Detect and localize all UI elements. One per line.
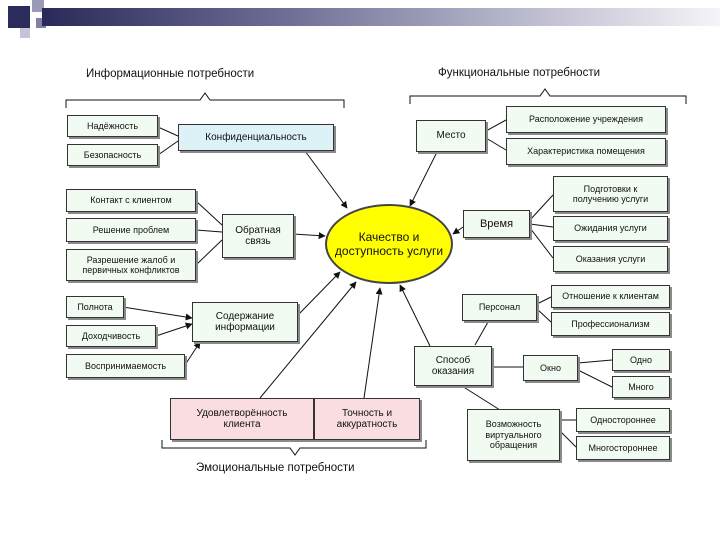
- node-multiway: Многостороннее: [576, 436, 670, 460]
- node-text: Одно: [629, 354, 653, 365]
- decor-square: [20, 28, 30, 38]
- informational-needs-label: Информационные потребности: [86, 68, 255, 80]
- node-complaints: Разрешение жалоб и первичных конфликтов: [66, 249, 196, 281]
- node-text: Оказания услуги: [575, 253, 646, 264]
- node-professionalism: Профессионализм: [551, 312, 670, 336]
- node-text: Многостороннее: [588, 442, 658, 453]
- node-safety: Безопасность: [67, 144, 158, 166]
- node-location: Расположение учреждения: [506, 106, 666, 133]
- node-text: Много: [628, 381, 654, 392]
- node-text: Точность и аккуратность: [336, 407, 398, 431]
- node-text: Полнота: [77, 301, 113, 312]
- node-place: Место: [416, 120, 486, 152]
- node-window: Окно: [523, 355, 578, 381]
- node-text: Надёжность: [86, 120, 139, 131]
- node-many: Много: [612, 376, 670, 398]
- central-node-text: Качество и доступность услуги: [334, 229, 444, 258]
- decor-band: [42, 8, 720, 26]
- node-method: Способ оказания: [414, 346, 492, 386]
- node-text: Одностороннее: [590, 414, 656, 425]
- node-text: Отношение к клиентам: [562, 291, 659, 302]
- node-text: Безопасность: [83, 149, 142, 160]
- node-text: Место: [436, 130, 466, 142]
- node-accessibility: Доходчивость: [66, 325, 156, 347]
- node-attitude: Отношение к клиентам: [551, 285, 670, 308]
- node-reliability: Надёжность: [67, 115, 158, 137]
- node-text: Время: [479, 217, 514, 230]
- node-staff: Персонал: [462, 294, 537, 321]
- emotional-needs-label: Эмоциональные потребности: [196, 462, 355, 474]
- node-providing: Оказания услуги: [553, 246, 668, 272]
- node-oneway: Одностороннее: [576, 408, 670, 432]
- node-text: Доходчивость: [81, 330, 141, 341]
- node-satisfaction: Удовлетворённость клиента: [170, 398, 314, 440]
- decor-square: [36, 18, 46, 28]
- node-client-contact: Контакт с клиентом: [66, 189, 196, 212]
- node-premises: Характеристика помещения: [506, 138, 666, 165]
- node-prep-time: Подготовки к получению услуги: [553, 176, 668, 212]
- node-text: Ожидания услуги: [574, 223, 647, 234]
- node-text: Удовлетворённость клиента: [196, 407, 288, 431]
- node-completeness: Полнота: [66, 296, 124, 318]
- decor-square: [32, 0, 44, 12]
- node-text: Персонал: [478, 302, 521, 313]
- node-text: Решение проблем: [92, 224, 170, 235]
- node-text: Окно: [540, 362, 561, 373]
- node-text: Характеристика помещения: [527, 146, 645, 157]
- node-virtual: Возможность виртуального обращения: [467, 409, 560, 461]
- decor-square: [8, 6, 30, 28]
- node-text: Расположение учреждения: [529, 114, 643, 125]
- node-one: Одно: [612, 349, 670, 371]
- node-accuracy: Точность и аккуратность: [314, 398, 420, 440]
- node-problem-solving: Решение проблем: [66, 218, 196, 242]
- node-info-content: Содержание информации: [192, 302, 298, 342]
- node-text: Воспринимаемость: [84, 360, 167, 371]
- node-text: Обратная связь: [235, 224, 281, 248]
- node-text: Профессионализм: [571, 318, 650, 329]
- slide-decoration: [0, 0, 720, 40]
- node-text: Контакт с клиентом: [90, 195, 172, 206]
- node-text: Способ оказания: [431, 354, 475, 378]
- node-text: Содержание информации: [215, 310, 275, 334]
- node-time: Время: [463, 210, 530, 238]
- node-confidentiality: Конфиденциальность: [178, 124, 334, 151]
- node-text: Подготовки к получению услуги: [572, 183, 649, 204]
- node-text: Конфиденциальность: [205, 131, 307, 143]
- functional-needs-label: Функциональные потребности: [438, 67, 601, 79]
- node-text: Разрешение жалоб и первичных конфликтов: [82, 254, 180, 275]
- node-perceptibility: Воспринимаемость: [66, 354, 185, 378]
- central-node: Качество и доступность услуги: [325, 204, 453, 284]
- node-waiting: Ожидания услуги: [553, 216, 668, 241]
- node-text: Возможность виртуального обращения: [485, 419, 542, 451]
- node-feedback: Обратная связь: [222, 214, 294, 258]
